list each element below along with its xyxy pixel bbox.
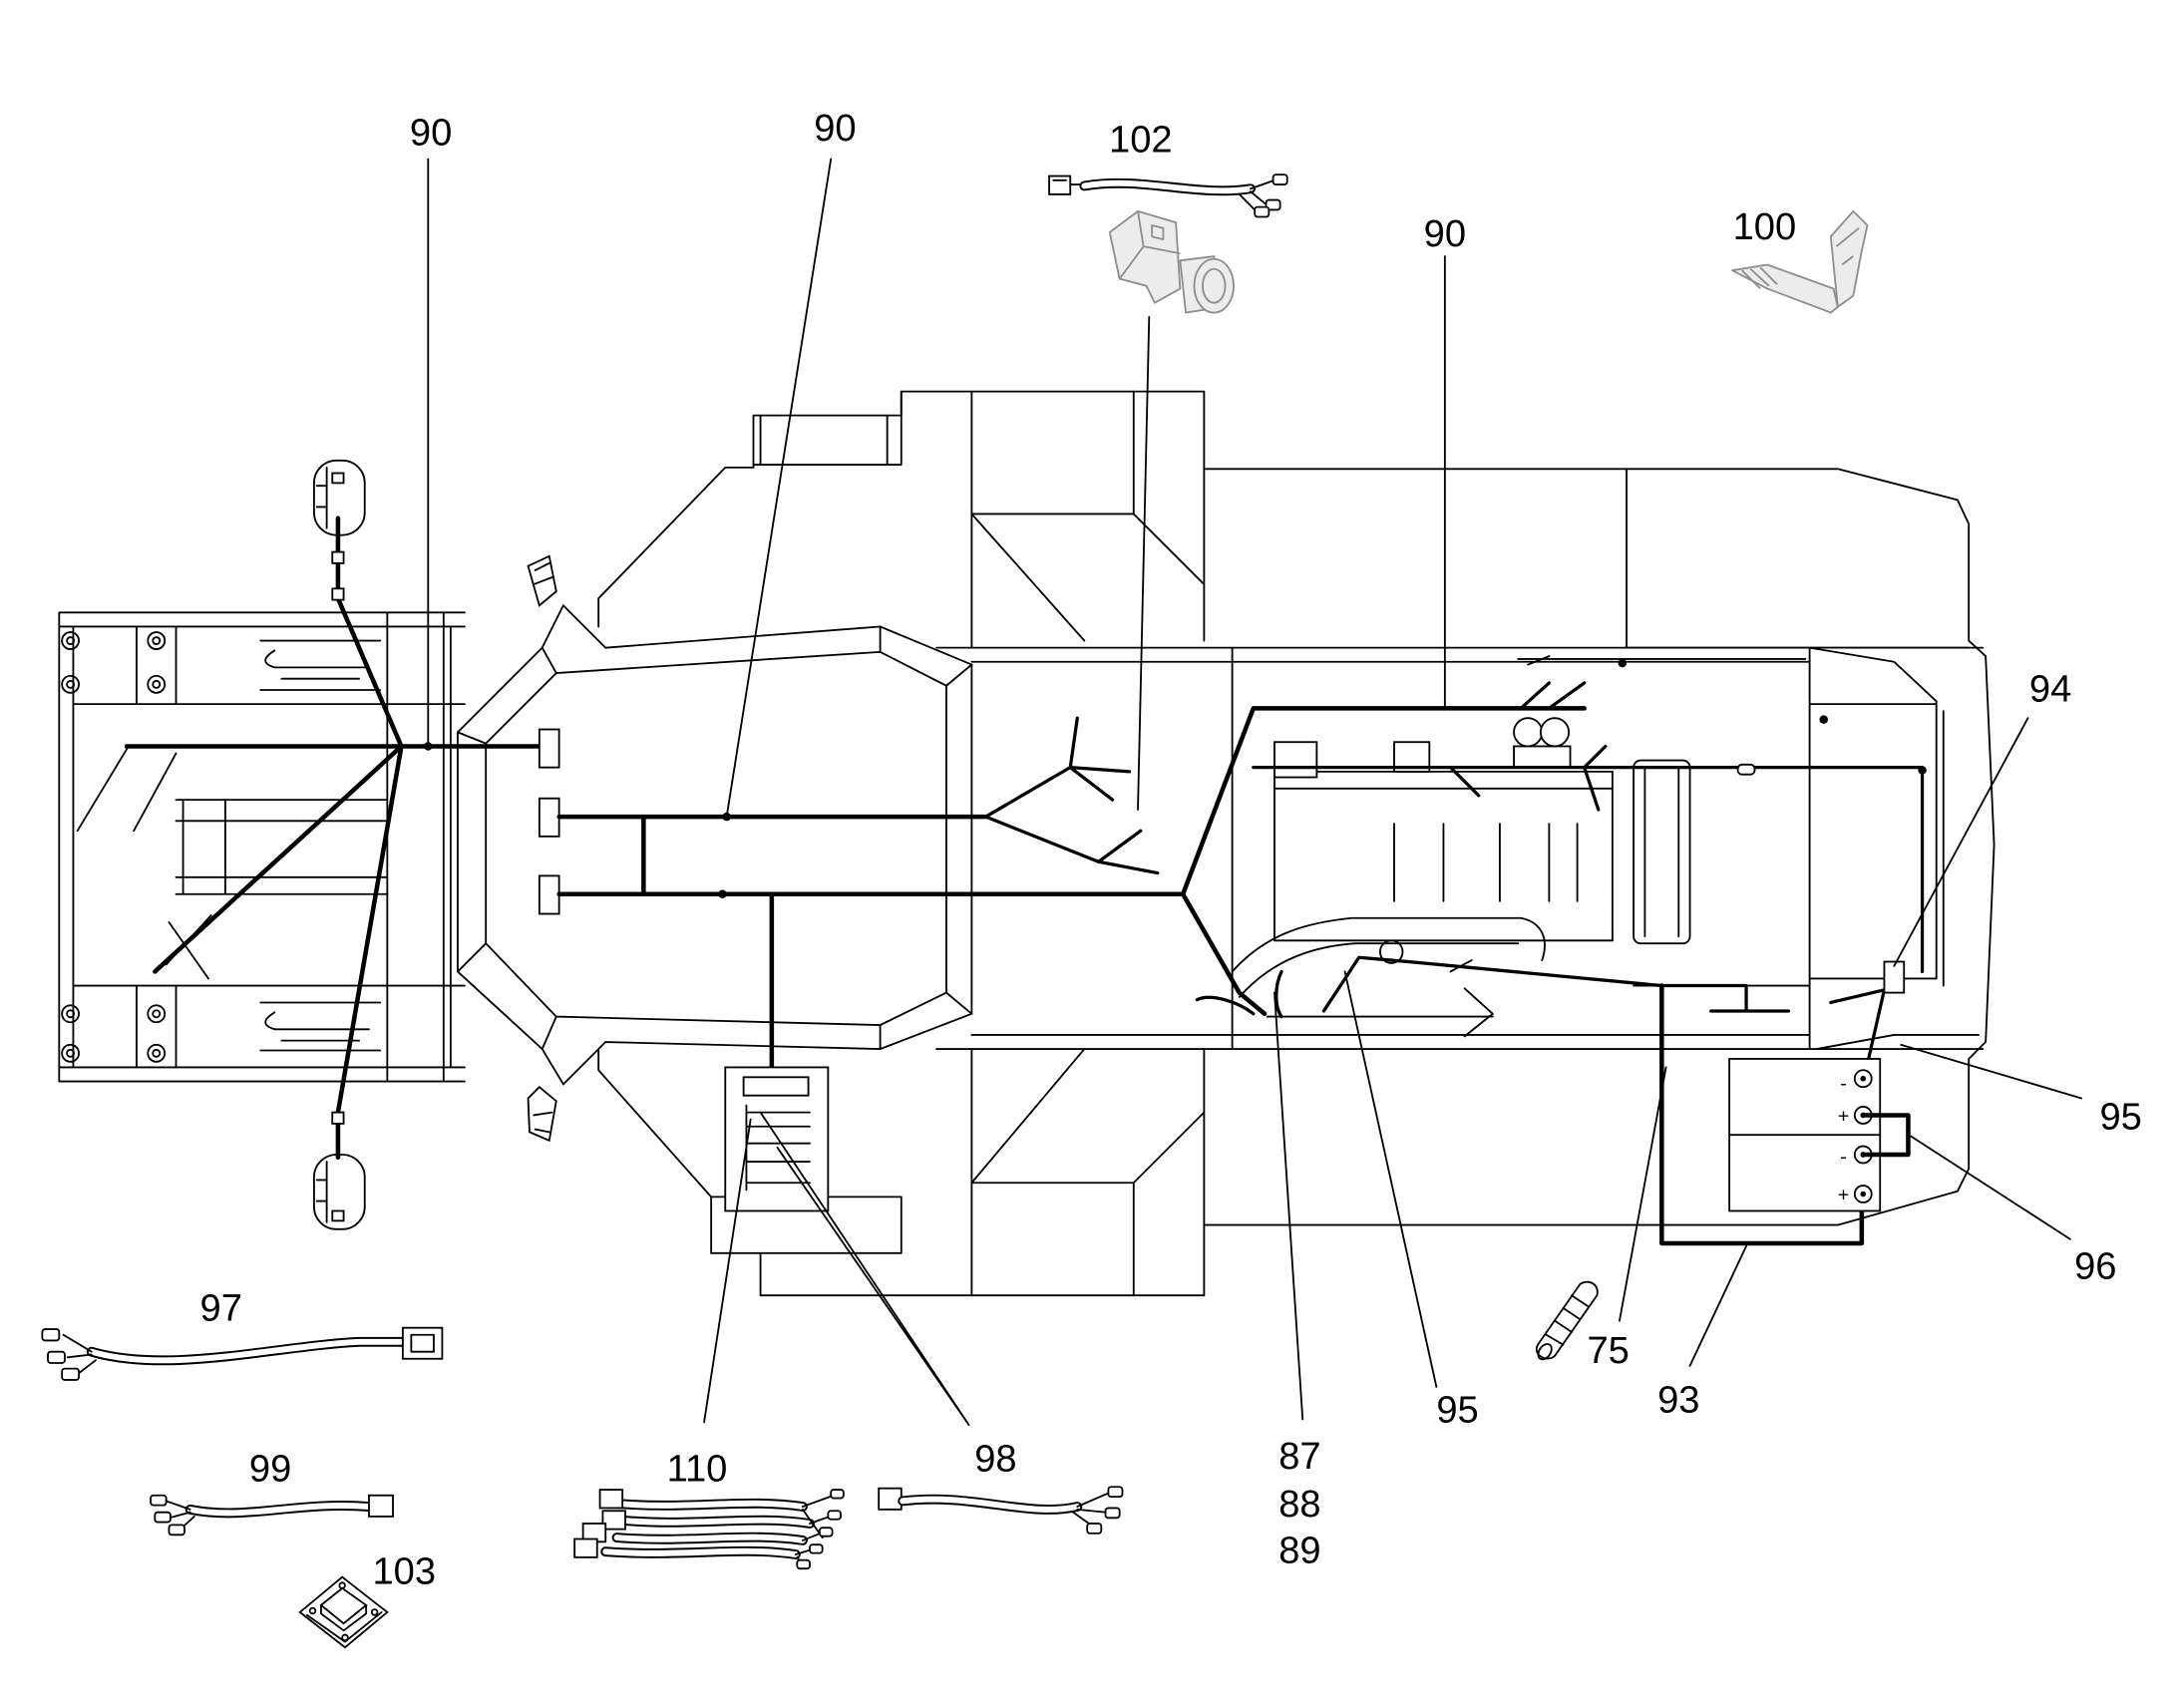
callout-94: 94 xyxy=(2029,667,2071,710)
part-102-sensor xyxy=(1108,209,1235,314)
callout-95-right: 95 xyxy=(2099,1096,2141,1139)
engine-pulley-1 xyxy=(1513,717,1544,748)
tail-light-connector-top xyxy=(331,550,345,564)
harness-lower-branch xyxy=(1180,891,1268,1017)
part-98-harness xyxy=(878,1486,1124,1535)
part-103-pad xyxy=(298,1575,389,1649)
callout-98: 98 xyxy=(974,1438,1016,1481)
body-right-top-panel xyxy=(1626,468,1971,649)
radiator xyxy=(1633,759,1691,945)
tail-light-connector-bottom xyxy=(331,1111,345,1125)
engine-pulley-2 xyxy=(1539,717,1571,748)
ground-harness xyxy=(1321,955,1791,1013)
callout-103: 103 xyxy=(372,1550,436,1593)
leader-93 xyxy=(1688,1244,1747,1367)
connector-94 xyxy=(1883,960,1906,994)
part-102-harness xyxy=(1048,173,1288,218)
leader-75 xyxy=(1619,1066,1667,1322)
frame-bracket-bottom xyxy=(259,1001,382,1052)
vehicle-body xyxy=(597,390,1996,1297)
callout-87: 87 xyxy=(1278,1435,1320,1478)
tail-light-top xyxy=(312,459,366,536)
connector-middle xyxy=(538,797,560,838)
part-110-harness-set xyxy=(573,1489,845,1570)
front-nose xyxy=(457,554,973,1143)
leader-95-right xyxy=(1900,1043,2083,1100)
battery-pack: - + - + xyxy=(1728,1058,1911,1212)
harness-branch-marks xyxy=(1448,681,1608,812)
callout-95-center: 95 xyxy=(1436,1388,1478,1431)
rear-harness-vertical xyxy=(335,515,404,1161)
callout-102: 102 xyxy=(1109,119,1173,162)
leader-lines xyxy=(427,158,2083,1427)
nose-corner-lines xyxy=(457,625,973,1050)
engine-bracket xyxy=(1513,745,1572,769)
battery-sign-2: + xyxy=(1838,1106,1850,1128)
battery-sign-1: - xyxy=(1840,1073,1847,1095)
frame-bracket-top xyxy=(259,639,382,691)
rear-harness-diagonal xyxy=(153,744,404,974)
leader-94 xyxy=(1893,717,2029,967)
engine-component-1 xyxy=(1273,741,1318,779)
frame-plates xyxy=(136,611,452,1083)
part-100-switch xyxy=(1731,209,1869,314)
engine-block xyxy=(1273,770,1614,942)
nose-outer xyxy=(457,603,973,1086)
harness-center-lower xyxy=(556,706,1587,897)
callout-90-rear: 90 xyxy=(410,111,452,154)
connector-upper xyxy=(538,728,560,769)
battery-sign-4: + xyxy=(1838,1185,1850,1206)
frame-thin-lines xyxy=(76,748,212,980)
frame-bolts xyxy=(61,631,167,1063)
rear-frame xyxy=(58,611,466,1083)
callout-93: 93 xyxy=(1657,1378,1699,1421)
battery-jumper-cable xyxy=(1861,1113,1911,1158)
part-99-harness xyxy=(150,1494,394,1537)
harness-lower-engine xyxy=(1195,969,1283,1019)
callout-89: 89 xyxy=(1278,1530,1320,1572)
harness-top-thin xyxy=(1517,655,1807,666)
battery-sign-3: - xyxy=(1840,1146,1847,1168)
callout-97: 97 xyxy=(200,1287,242,1330)
leader-95-center xyxy=(1343,970,1438,1388)
chassis-band xyxy=(935,646,1985,1050)
callout-99: 99 xyxy=(249,1448,291,1491)
body-left-bay-bottom xyxy=(710,1048,1206,1297)
tail-light-bottom xyxy=(312,1154,366,1230)
engine-assembly xyxy=(1231,717,1691,998)
tail-light-connector-top-2 xyxy=(331,587,345,601)
harness-bottom-run xyxy=(1267,959,1494,1038)
callout-110: 110 xyxy=(667,1448,728,1491)
leader-87-88-89 xyxy=(1273,991,1304,1421)
frame-crossmember xyxy=(175,799,389,895)
body-top-bump xyxy=(752,390,973,649)
harness-engine-branches xyxy=(983,716,1160,875)
callout-88: 88 xyxy=(1278,1483,1320,1526)
callout-90-center: 90 xyxy=(814,107,856,150)
callout-96: 96 xyxy=(2074,1244,2116,1287)
battery-cable-positive xyxy=(1659,983,1865,1246)
callout-90-engine: 90 xyxy=(1424,212,1466,255)
leader-98 xyxy=(759,1111,970,1427)
leader-102 xyxy=(1137,315,1151,811)
inline-connector xyxy=(1736,763,1756,776)
leader-90-center xyxy=(725,158,833,818)
leader-96 xyxy=(1910,1135,2071,1240)
leader-110 xyxy=(703,1118,752,1424)
main-wiring-harness xyxy=(124,515,1927,1246)
part-97-harness xyxy=(41,1326,444,1381)
body-left-bay-top xyxy=(970,390,1206,642)
callout-100: 100 xyxy=(1733,205,1797,248)
part-75-sleeve xyxy=(1535,1280,1599,1361)
connector-lower xyxy=(538,874,560,915)
chassis-right-end xyxy=(1633,646,1980,1050)
frame-rails xyxy=(58,611,466,1083)
engine-lower-curve xyxy=(1231,916,1546,998)
callout-75: 75 xyxy=(1587,1329,1629,1372)
callout-labels: 90 90 102 90 100 94 95 96 93 75 95 87 88… xyxy=(200,107,2142,1592)
body-outline xyxy=(597,390,1996,1297)
